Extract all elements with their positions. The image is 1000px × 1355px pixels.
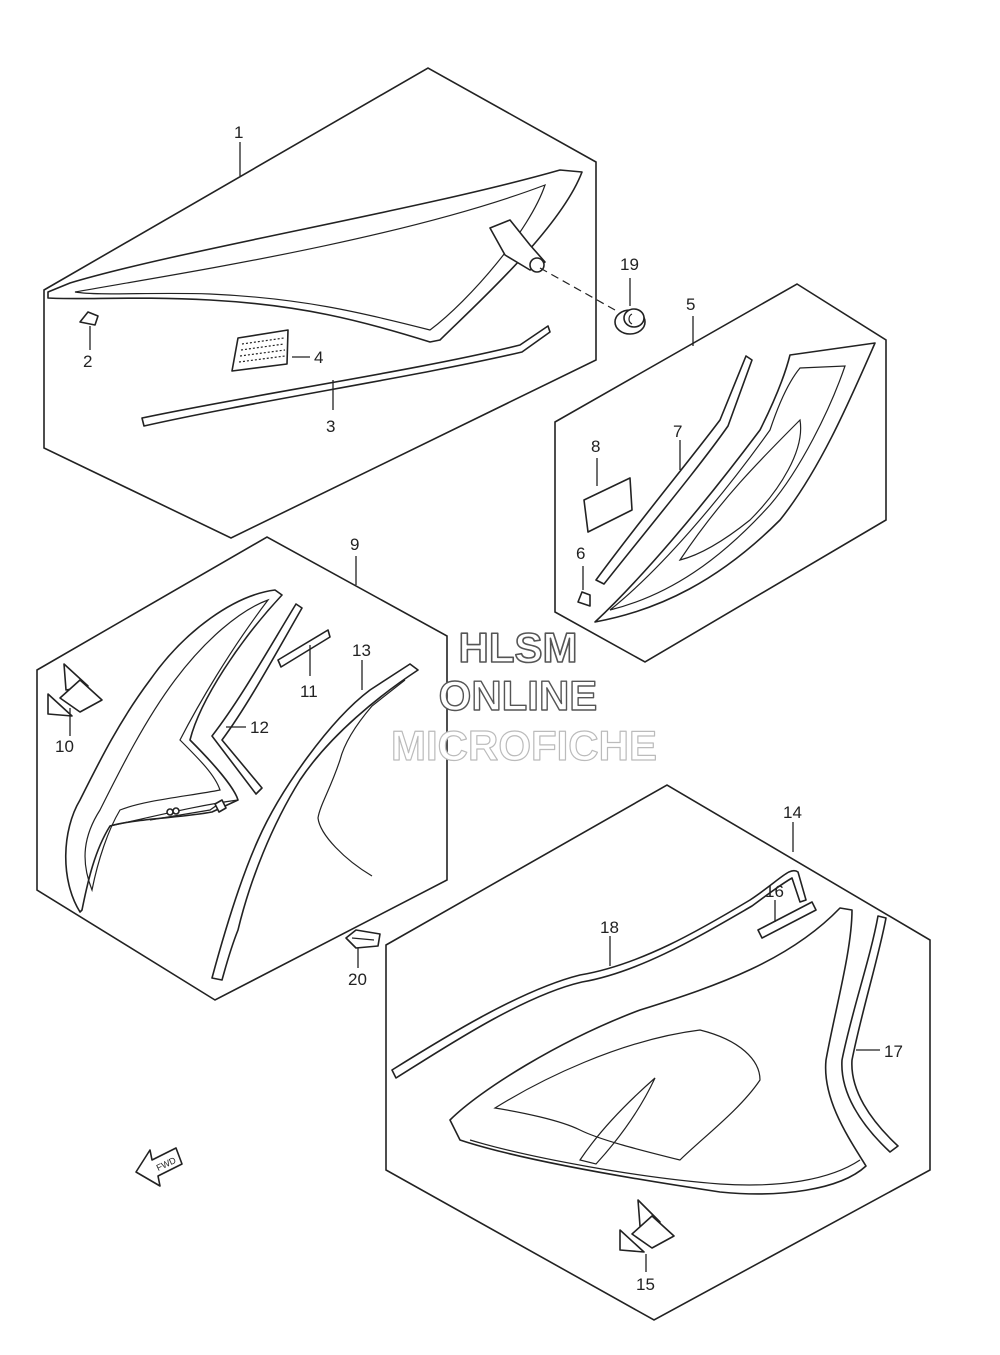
part-4-reflector[interactable] xyxy=(231,329,289,372)
label-3: 3 xyxy=(326,417,335,436)
label-7: 7 xyxy=(673,422,682,441)
label-13: 13 xyxy=(352,641,371,660)
label-12: 12 xyxy=(250,718,269,737)
label-14: 14 xyxy=(783,803,802,822)
label-10: 10 xyxy=(55,737,74,756)
watermark-line-1: HLSM xyxy=(459,624,578,671)
part-13-strip[interactable] xyxy=(211,663,419,981)
label-1: 1 xyxy=(234,123,243,142)
watermark-line-3: MICROFICHE xyxy=(391,722,657,769)
frame-cover-part-1[interactable] xyxy=(47,169,583,343)
part-16-strip[interactable] xyxy=(757,901,817,939)
suzuki-emblem-part-10[interactable] xyxy=(47,663,103,717)
label-5: 5 xyxy=(686,295,695,314)
part-3-strip[interactable] xyxy=(141,325,551,427)
label-8: 8 xyxy=(591,437,600,456)
label-15: 15 xyxy=(636,1275,655,1294)
part-20-clip[interactable] xyxy=(345,929,381,949)
label-4: 4 xyxy=(314,348,323,367)
part-8-pad[interactable] xyxy=(583,477,633,533)
assembly-box-14: 18 16 17 15 14 xyxy=(385,784,931,1321)
part-2-cap[interactable] xyxy=(79,311,99,326)
suzuki-emblem-part-15[interactable] xyxy=(619,1199,675,1253)
label-11: 11 xyxy=(300,682,318,701)
part-18-strip[interactable] xyxy=(391,869,807,1079)
label-16: 16 xyxy=(765,882,784,901)
label-9: 9 xyxy=(350,535,359,554)
cover-part-5[interactable] xyxy=(594,342,876,623)
fwd-arrow-icon: FWD xyxy=(135,1147,183,1187)
part-11-strip[interactable] xyxy=(277,629,331,668)
label-19: 19 xyxy=(620,255,639,274)
assembly-box-5: 7 8 6 5 xyxy=(554,283,887,663)
assembly-box-9: 10 11 12 13 9 xyxy=(36,535,448,1001)
part-17-trim[interactable] xyxy=(841,915,899,1153)
part-7-strip[interactable] xyxy=(595,355,753,585)
watermark-line-2: ONLINE xyxy=(439,672,598,719)
label-20: 20 xyxy=(348,970,367,989)
part-19-grommet[interactable] xyxy=(614,308,646,335)
assembly-box-1: 2 4 3 1 xyxy=(43,67,616,539)
part-12-trim[interactable] xyxy=(211,603,303,795)
part-6-cap[interactable] xyxy=(577,591,591,607)
watermark: HLSM ONLINE MICROFICHE xyxy=(390,623,657,769)
label-6: 6 xyxy=(576,544,585,563)
label-2: 2 xyxy=(83,352,92,371)
cover-part-14[interactable] xyxy=(449,907,867,1195)
label-18: 18 xyxy=(600,918,619,937)
label-17: 17 xyxy=(884,1042,903,1061)
